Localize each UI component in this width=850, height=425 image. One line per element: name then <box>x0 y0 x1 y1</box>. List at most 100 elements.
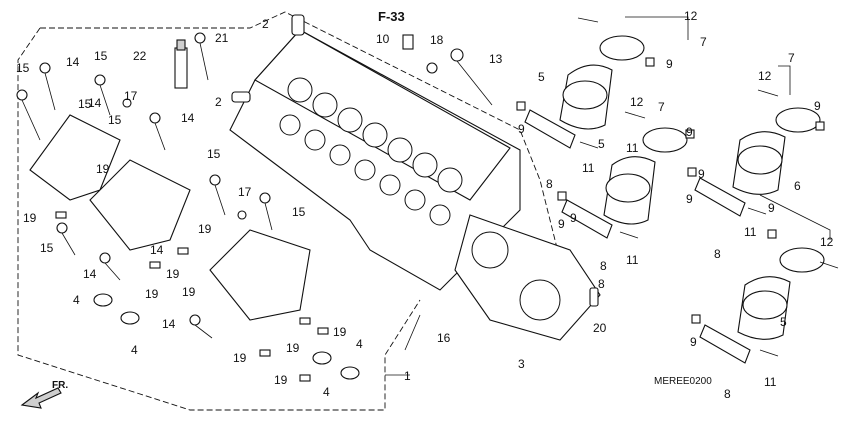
callout: 19 <box>333 325 347 339</box>
callout: 19 <box>274 373 288 387</box>
callout: 15 <box>16 61 30 75</box>
camshaft-holder-lower <box>209 229 311 321</box>
camshaft-journals <box>279 77 463 226</box>
callout: 14 <box>162 317 176 331</box>
dowel-pins <box>55 211 329 382</box>
front-direction-arrow: FR. <box>20 380 68 409</box>
callout: 11 <box>626 253 639 267</box>
callout: 9 <box>518 122 525 136</box>
stud-bolt-long <box>450 48 493 106</box>
callout: 13 <box>489 52 503 66</box>
o-rings <box>93 293 360 380</box>
callout: 22 <box>133 49 147 63</box>
insulator-3 <box>732 107 821 195</box>
callout: 12 <box>820 235 834 249</box>
pipe <box>291 14 305 36</box>
callout: 11 <box>744 225 757 239</box>
callout: 14 <box>83 267 97 281</box>
callout: 19 <box>198 222 212 236</box>
callout: 9 <box>690 335 697 349</box>
callout: 14 <box>181 111 195 125</box>
callout: 19 <box>145 287 159 301</box>
insulator-1 <box>559 35 645 130</box>
callout: 11 <box>764 375 777 389</box>
sensor-fitting <box>402 34 414 50</box>
callout: 15 <box>292 205 306 219</box>
pipe <box>231 91 251 103</box>
callout: 15 <box>108 113 122 127</box>
callout: 4 <box>131 343 138 357</box>
callouts: 1 2 2 3 4 4 4 4 5 5 5 6 7 7 7 8 8 8 8 8 … <box>16 9 834 401</box>
callout: 18 <box>430 33 444 47</box>
callout: 19 <box>286 341 300 355</box>
hose-clamps <box>524 109 751 364</box>
callout: 15 <box>94 49 108 63</box>
callout: 9 <box>570 211 577 225</box>
camshaft-holder-upper <box>29 114 191 251</box>
callout: 7 <box>658 100 665 114</box>
callout: 2 <box>215 95 222 109</box>
callout: 12 <box>630 95 644 109</box>
callout: 8 <box>724 387 731 401</box>
callout: 7 <box>700 35 707 49</box>
assembly-outline-head <box>40 11 561 261</box>
callout: 8 <box>714 247 721 261</box>
reference-label: F-33 <box>378 9 405 24</box>
head-gasket <box>454 214 601 341</box>
callout: 20 <box>593 321 607 335</box>
callout: 12 <box>684 9 698 23</box>
callout: 3 <box>518 357 525 371</box>
callout: 9 <box>666 57 673 71</box>
callout: 8 <box>598 277 605 291</box>
flange-bolts <box>16 32 273 339</box>
callout: 12 <box>758 69 772 83</box>
leader-6 <box>759 194 831 240</box>
sealing-washer <box>237 210 247 220</box>
callout: 9 <box>814 99 821 113</box>
callout: 19 <box>96 162 110 176</box>
callout: 6 <box>794 179 801 193</box>
callout: 8 <box>600 259 607 273</box>
stud-bolt <box>404 314 421 351</box>
callout: 15 <box>207 147 221 161</box>
callout: 4 <box>356 337 363 351</box>
dowel-pin <box>589 287 599 307</box>
callout: 8 <box>546 177 553 191</box>
callout: 11 <box>626 141 639 155</box>
callout: 9 <box>558 217 565 231</box>
callout: 14 <box>88 96 102 110</box>
callout: 9 <box>698 167 705 181</box>
leader-12-7 <box>625 16 689 40</box>
callout: 17 <box>238 185 252 199</box>
leader-12-7b <box>778 65 791 95</box>
callout: 19 <box>182 285 196 299</box>
callout: 9 <box>768 201 775 215</box>
callout: 16 <box>437 331 451 345</box>
callout: 15 <box>40 241 54 255</box>
callout: 4 <box>323 385 330 399</box>
insulator-4 <box>737 247 825 340</box>
callout: 2 <box>262 17 269 31</box>
callout: 19 <box>166 267 180 281</box>
callout: 14 <box>150 243 164 257</box>
callout: 10 <box>376 32 390 46</box>
callout: 19 <box>233 351 247 365</box>
callout: 14 <box>66 55 80 69</box>
callout: 4 <box>73 293 80 307</box>
cylinder-head <box>229 29 521 291</box>
sealing-washer <box>122 98 132 108</box>
drawing-code: MEREE0200 <box>654 376 712 387</box>
callout: 17 <box>124 89 138 103</box>
clamp-screws <box>516 17 839 357</box>
insulator-2 <box>603 127 688 225</box>
callout: 7 <box>788 51 795 65</box>
callout: 5 <box>538 70 545 84</box>
callout: 19 <box>23 211 37 225</box>
callout: 1 <box>404 369 411 383</box>
callout: 5 <box>780 315 787 329</box>
spark-plug <box>174 39 188 89</box>
assembly-outline-left <box>17 27 421 411</box>
callout: 21 <box>215 31 229 45</box>
